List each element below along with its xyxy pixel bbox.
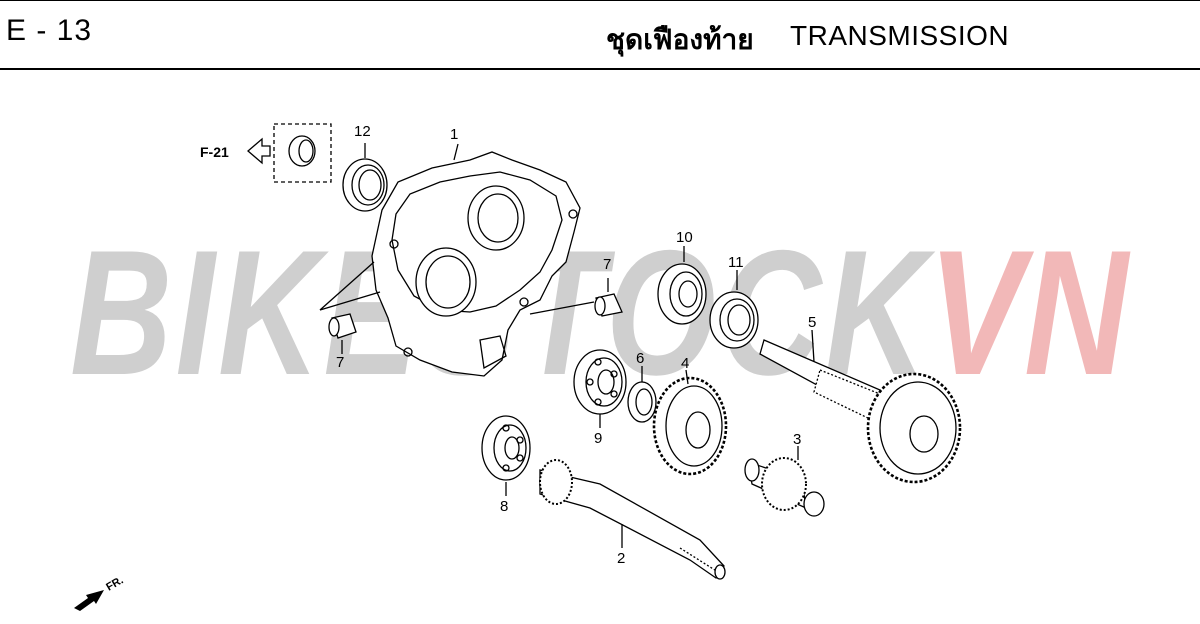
callout-4: 4 bbox=[681, 355, 690, 372]
callout-6: 6 bbox=[636, 350, 645, 367]
page-title-thai: ชุดเฟืองท้าย bbox=[606, 23, 754, 56]
header-divider bbox=[0, 68, 1200, 70]
callout-1: 1 bbox=[450, 126, 459, 143]
part-12-oil-seal bbox=[342, 143, 388, 212]
part-6-washer bbox=[627, 366, 657, 423]
part-7-dowel-left bbox=[319, 261, 381, 354]
part-3-pinion-gear bbox=[744, 446, 825, 517]
callout-7-left: 7 bbox=[336, 354, 345, 371]
part-9-bearing bbox=[573, 349, 627, 428]
part-2-drive-shaft bbox=[539, 459, 726, 580]
callout-3: 3 bbox=[793, 431, 802, 448]
part-11-oil-seal bbox=[709, 270, 759, 349]
callout-9: 9 bbox=[594, 430, 603, 447]
reference-box bbox=[247, 123, 332, 183]
callout-12: 12 bbox=[354, 123, 371, 140]
callout-7-right: 7 bbox=[603, 256, 612, 273]
reference-label-f21: F-21 bbox=[200, 144, 229, 160]
callout-8: 8 bbox=[500, 498, 509, 515]
callout-5: 5 bbox=[808, 314, 817, 331]
front-direction-arrow bbox=[74, 590, 104, 611]
top-rule bbox=[0, 0, 1200, 1]
part-10-bearing bbox=[657, 246, 707, 325]
callout-11: 11 bbox=[728, 254, 744, 271]
watermark-text-accent: VN bbox=[928, 213, 1131, 412]
page-header: E - 13 ชุดเฟืองท้าย TRANSMISSION bbox=[0, 0, 1200, 70]
part-1-cover bbox=[371, 143, 581, 377]
part-5-final-shaft bbox=[759, 329, 962, 484]
part-4-gear bbox=[652, 369, 728, 476]
part-8-bearing bbox=[481, 415, 531, 496]
page-title-english: TRANSMISSION bbox=[790, 20, 1010, 51]
callout-10: 10 bbox=[676, 229, 693, 246]
callout-2: 2 bbox=[617, 550, 626, 567]
page-code: E - 13 bbox=[6, 14, 93, 47]
part-7-dowel-right bbox=[529, 278, 623, 317]
